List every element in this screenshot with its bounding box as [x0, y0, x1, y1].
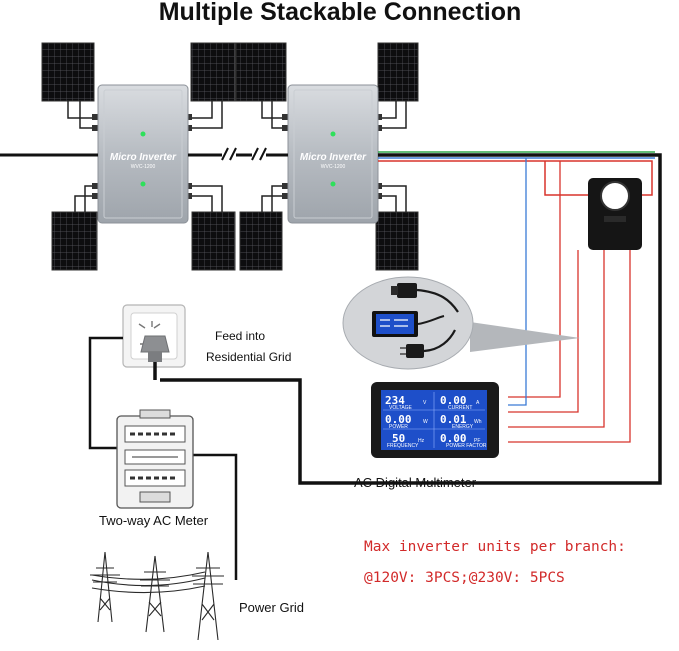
- power-value: 0.00: [385, 413, 412, 426]
- feed-label-line1: Feed into: [215, 329, 265, 343]
- solar-panel: [235, 42, 287, 102]
- multimeter-wires: [508, 158, 631, 443]
- multimeter-label: AC Digital Multimeter: [354, 475, 477, 490]
- current-unit: A: [476, 400, 480, 406]
- energy-caption: ENERGY: [452, 424, 474, 430]
- pf-caption: POWER FACTOR: [446, 443, 487, 449]
- inverter-model: WVC-1200: [321, 164, 346, 170]
- status-led: [330, 181, 336, 187]
- inverter-group-2: Micro Inverter WVC-1200: [235, 42, 419, 271]
- two-way-ac-meter: [116, 409, 194, 509]
- current-clamp: [544, 160, 653, 250]
- voltage-unit: V: [423, 400, 427, 406]
- status-led: [140, 131, 146, 137]
- pf-value: 0.00: [440, 432, 467, 445]
- grid-label: Power Grid: [239, 600, 304, 615]
- power-grid-towers: [90, 551, 224, 641]
- max-units-heading: Max inverter units per branch:: [364, 539, 626, 555]
- current-value: 0.00: [440, 394, 467, 407]
- feed-label-line2: Residential Grid: [206, 350, 291, 364]
- wall-socket: [122, 304, 186, 368]
- current-caption: CURRENT: [448, 405, 472, 411]
- inverter-group-1: Micro Inverter WVC-1200: [41, 42, 236, 271]
- page-title: Multiple Stackable Connection: [159, 0, 522, 26]
- energy-unit: Wh: [474, 419, 482, 425]
- frequency-caption: FREQUENCY: [387, 443, 419, 449]
- inverter-label: Micro Inverter: [110, 152, 177, 163]
- status-led: [330, 131, 336, 137]
- frequency-value: 50: [392, 432, 405, 445]
- meter-label: Two-way AC Meter: [99, 513, 209, 528]
- grid-cables: [88, 336, 238, 580]
- solar-panel: [41, 42, 95, 102]
- power-unit: W: [423, 419, 428, 425]
- connector-callout: [342, 276, 580, 370]
- energy-value: 0.01: [440, 413, 467, 426]
- solar-panel: [377, 42, 419, 102]
- solar-panel: [191, 211, 236, 271]
- solar-panel: [375, 211, 419, 271]
- solar-panel: [190, 42, 236, 102]
- frequency-unit: Hz: [418, 438, 425, 444]
- status-led: [140, 181, 146, 187]
- voltage-caption: VOLTAGE: [389, 405, 413, 411]
- inverter-label: Micro Inverter: [300, 152, 367, 163]
- voltage-value: 234: [385, 394, 405, 407]
- max-units-values: @120V: 3PCS;@230V: 5PCS: [364, 570, 565, 586]
- inverter-model: WVC-1200: [131, 164, 156, 170]
- solar-panel: [51, 211, 98, 271]
- power-caption: POWER: [389, 424, 408, 430]
- ac-trunk-cable: [0, 147, 662, 485]
- ac-digital-multimeter: 234 V VOLTAGE 0.00 A CURRENT 0.00 W POWE…: [371, 382, 499, 458]
- pf-unit: PF: [474, 438, 480, 444]
- solar-panel: [239, 211, 283, 271]
